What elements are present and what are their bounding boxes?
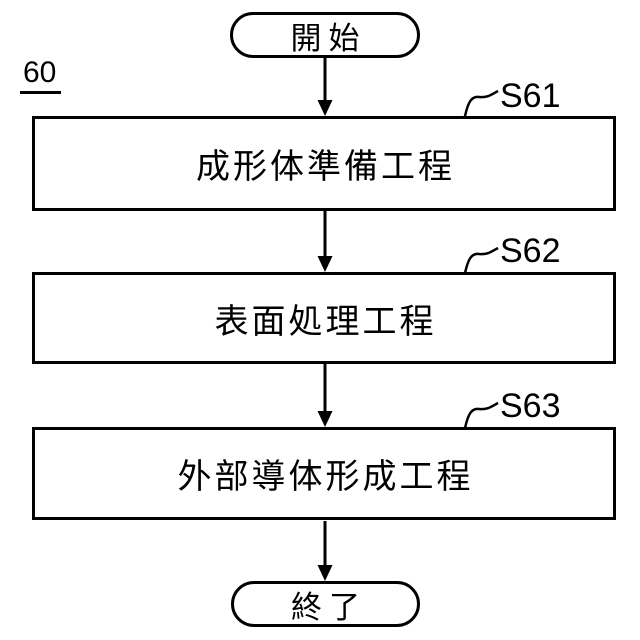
- figure-number: 60: [20, 58, 62, 94]
- arrow-step1-to-step2: [317, 211, 333, 272]
- arrow-step2-to-step3: [317, 364, 333, 427]
- leader-s61: [463, 89, 499, 117]
- step-tag-s62: S62: [500, 232, 561, 270]
- process-step-2-label: 表面処理工程: [214, 302, 437, 341]
- end-label: 終了: [291, 589, 367, 625]
- process-step-1: 成形体準備工程: [32, 116, 616, 211]
- end-node: 終了: [231, 581, 420, 627]
- process-step-2: 表面処理工程: [32, 272, 616, 364]
- process-step-1-label: 成形体準備工程: [196, 148, 455, 186]
- step-tag-s63: S63: [500, 387, 561, 425]
- step-tag-s61: S61: [500, 77, 561, 115]
- arrow-start-to-step1: [317, 58, 333, 116]
- process-step-3: 外部導体形成工程: [32, 427, 616, 520]
- start-label: 開始: [290, 20, 367, 56]
- leader-s62: [463, 246, 499, 274]
- arrow-step3-to-end: [317, 521, 333, 581]
- start-node: 開始: [230, 12, 420, 58]
- leader-s63: [463, 401, 499, 429]
- process-step-3-label: 外部導体形成工程: [177, 458, 474, 496]
